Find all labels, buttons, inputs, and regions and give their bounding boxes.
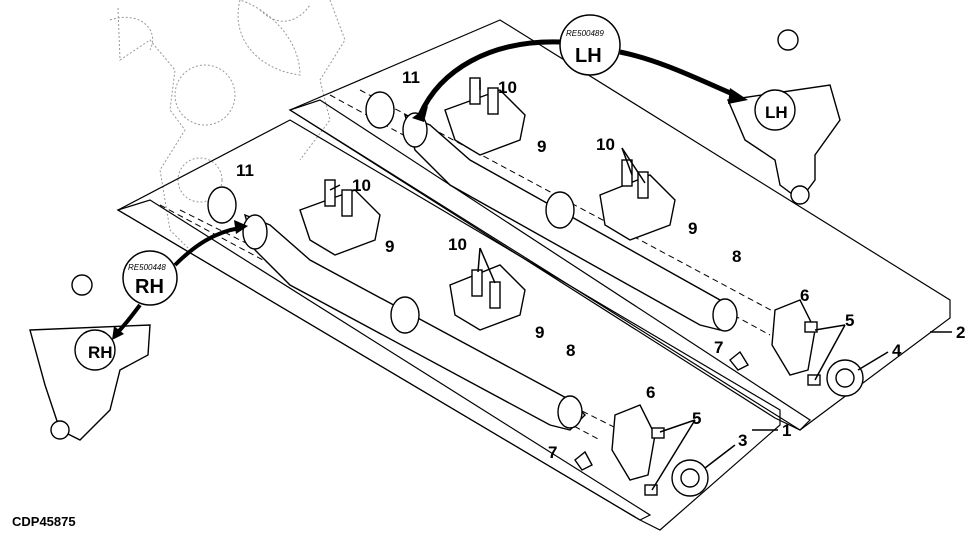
panel-2-lh-assembly xyxy=(288,19,951,431)
rh-label: RH xyxy=(135,276,164,298)
callout-2: 2 xyxy=(956,323,965,342)
lh-label: LH xyxy=(575,45,602,67)
callout-10-b: 10 xyxy=(596,135,615,154)
callout-6-lower: 6 xyxy=(646,383,655,402)
callout-8-upper: 8 xyxy=(732,247,741,266)
callouts: 2 1 3 4 5 5 6 6 7 7 8 8 9 9 9 9 10 10 10… xyxy=(236,68,965,462)
callout-9-c: 9 xyxy=(385,237,394,256)
rh-bubble: RE500448 RH xyxy=(112,220,248,340)
rh-part-code: RE500448 xyxy=(128,263,166,272)
callout-5-upper: 5 xyxy=(845,311,854,330)
rh-gear-cover: RH xyxy=(29,274,151,441)
callout-4: 4 xyxy=(892,341,902,360)
lh-cover-text: LH xyxy=(765,103,788,122)
leader-lines xyxy=(329,80,952,491)
callout-6-upper: 6 xyxy=(800,286,809,305)
lh-part-code: RE500489 xyxy=(566,29,604,38)
callout-3: 3 xyxy=(738,431,747,450)
callout-8-lower: 8 xyxy=(566,341,575,360)
callout-10-c: 10 xyxy=(352,176,371,195)
callout-9-a: 9 xyxy=(537,137,546,156)
callout-11-upper: 11 xyxy=(402,68,420,87)
callout-10-a: 10 xyxy=(498,78,517,97)
callout-9-b: 9 xyxy=(688,219,697,238)
callout-7-lower: 7 xyxy=(548,443,557,462)
callout-1: 1 xyxy=(782,421,791,440)
lh-gear-cover: LH xyxy=(727,29,841,205)
callout-5-lower: 5 xyxy=(692,409,701,428)
rh-cover-text: RH xyxy=(88,343,113,362)
callout-7-upper: 7 xyxy=(714,338,723,357)
callout-9-d: 9 xyxy=(535,323,544,342)
lh-bubble: RE500489 LH xyxy=(412,14,748,122)
callout-10-d: 10 xyxy=(448,235,467,254)
panel-1-rh-assembly xyxy=(116,119,781,531)
callout-11-lower: 11 xyxy=(236,161,254,180)
figure-code: CDP45875 xyxy=(12,514,76,529)
